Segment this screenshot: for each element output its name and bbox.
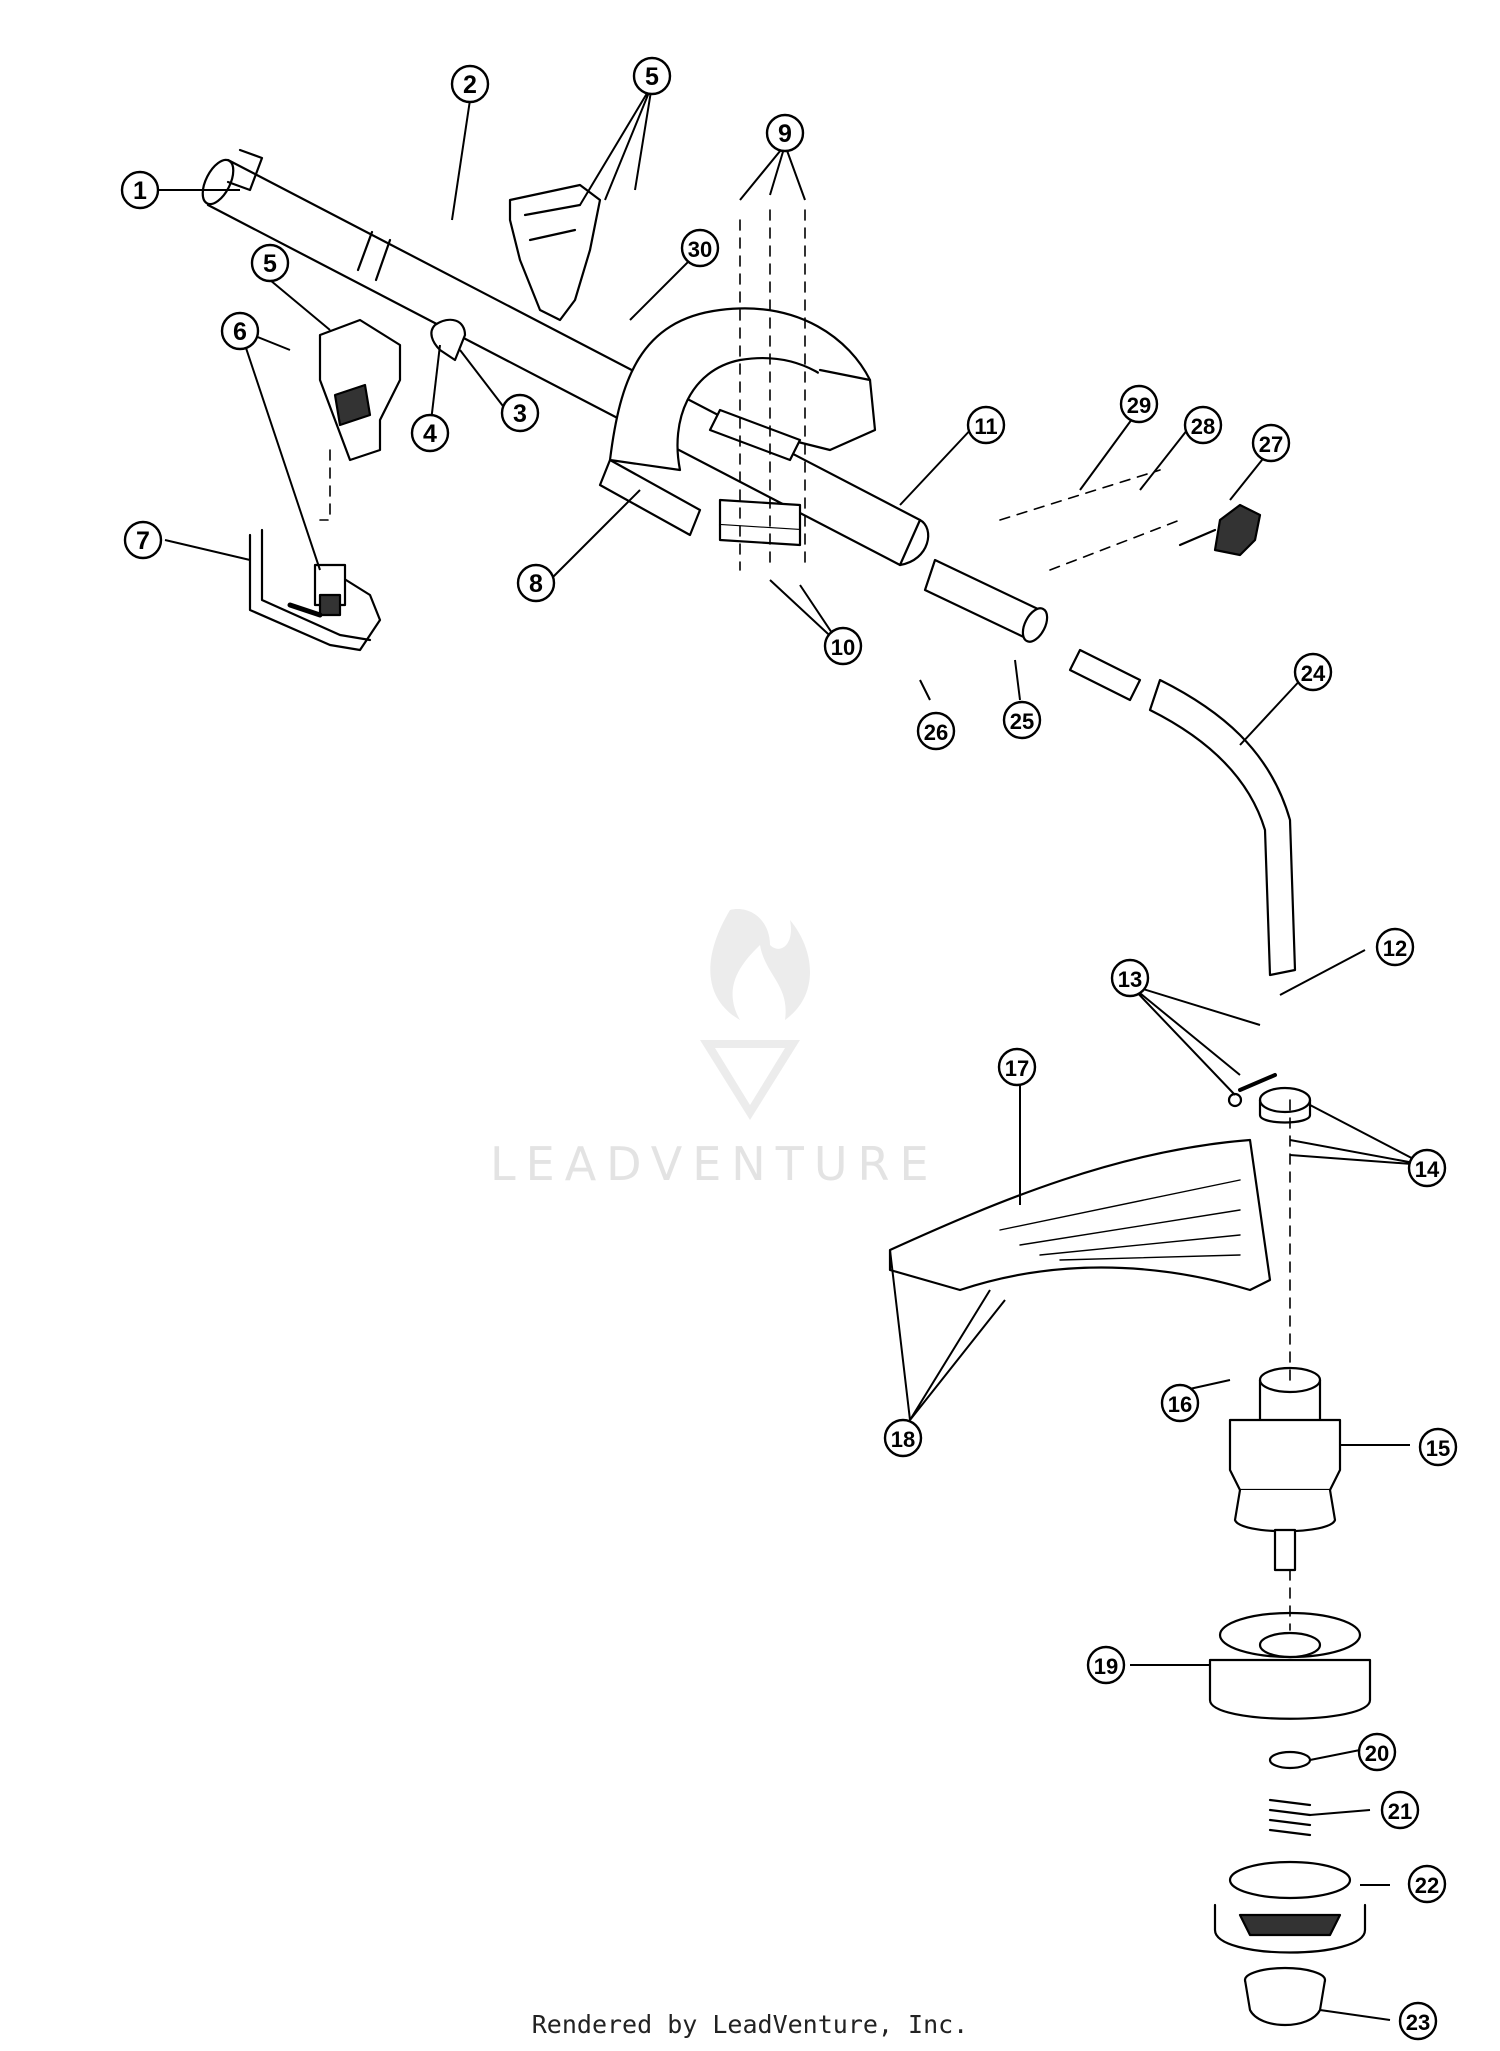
callout-27: 27 [1251,423,1291,463]
svg-text:29: 29 [1127,393,1151,418]
svg-text:19: 19 [1094,1654,1118,1679]
shaft-clamp [1227,1073,1312,1124]
svg-text:3: 3 [513,400,527,428]
svg-text:10: 10 [831,635,855,660]
svg-text:22: 22 [1415,1873,1439,1898]
line-spool [1213,1860,1367,1954]
callout-9: 9 [765,113,805,153]
svg-text:24: 24 [1301,661,1326,686]
svg-text:25: 25 [1010,709,1034,734]
callout-2: 2 [450,64,490,104]
callout-24: 24 [1293,652,1333,692]
callout-8: 8 [516,563,556,603]
svg-text:14: 14 [1415,1157,1440,1182]
spool-spring [1268,1798,1312,1837]
shaft-coupler [923,558,1142,702]
leader-lines [156,84,1426,2021]
render-credit-footer: Rendered by LeadVenture, Inc. [531,2010,969,2039]
rear-handle [598,307,877,537]
callout-5-lower: 5 [250,243,290,283]
bump-knob [1243,1966,1327,2027]
assembly-guide-lines [319,209,1291,1631]
callout-23: 23 [1398,2001,1438,2041]
callout-4: 4 [410,413,450,453]
svg-text:30: 30 [688,237,712,262]
callout-13: 13 [1110,958,1150,998]
callout-25: 25 [1002,700,1042,740]
part-callouts: 1 2 3 4 5 5 6 7 8 9 10 11 12 13 14 15 16… [120,56,1458,2041]
callout-10: 10 [823,626,863,666]
throttle-trigger [430,318,467,362]
svg-text:4: 4 [423,420,437,448]
svg-text:13: 13 [1118,967,1142,992]
callout-26: 26 [916,711,956,751]
svg-text:12: 12 [1383,936,1407,961]
callout-7: 7 [123,520,163,560]
callout-20: 20 [1357,1732,1397,1772]
callout-17: 17 [997,1047,1037,1087]
svg-text:2: 2 [463,71,477,99]
leadventure-watermark: LEADVENTURE [490,909,939,1191]
callout-18: 18 [883,1418,923,1458]
coupler-knob [1178,503,1262,557]
callout-12: 12 [1375,927,1415,967]
svg-text:5: 5 [645,63,659,91]
svg-text:7: 7 [136,527,150,555]
callout-3: 3 [500,393,540,433]
svg-text:8: 8 [529,570,543,598]
callout-1: 1 [120,170,160,210]
callout-11: 11 [966,405,1006,445]
callout-19: 19 [1086,1645,1126,1685]
svg-text:5: 5 [263,250,277,278]
svg-text:20: 20 [1365,1741,1389,1766]
svg-text:27: 27 [1259,432,1283,457]
throttle-housing-lower [318,318,402,462]
svg-text:11: 11 [974,414,997,439]
callout-21: 21 [1380,1790,1420,1830]
grass-deflector-guard [888,1138,1272,1292]
callout-30: 30 [680,228,720,268]
gear-head [1228,1366,1342,1572]
handle-clamp [718,498,802,547]
trimmer-head-housing [1208,1611,1372,1720]
svg-text:1: 1 [133,177,147,205]
svg-text:15: 15 [1426,1436,1450,1461]
svg-text:28: 28 [1191,414,1215,439]
callout-15: 15 [1418,1427,1458,1467]
svg-text:16: 16 [1168,1392,1192,1417]
svg-text:26: 26 [924,720,948,745]
callout-29: 29 [1119,384,1159,424]
callout-22: 22 [1407,1864,1447,1904]
watermark-flame-icon [710,909,810,1020]
spool-washer [1268,1750,1312,1770]
ignition-switch-wire [248,528,382,652]
callout-16: 16 [1160,1383,1200,1423]
throttle-housing-upper [508,183,602,322]
lower-bent-shaft [1148,678,1297,977]
svg-text:18: 18 [891,1427,915,1452]
callout-5-upper: 5 [632,56,672,96]
svg-text:9: 9 [778,120,792,148]
watermark-text: LEADVENTURE [490,1137,939,1191]
callout-6: 6 [220,311,260,351]
svg-text:23: 23 [1406,2010,1430,2035]
svg-text:17: 17 [1005,1056,1029,1081]
callout-14: 14 [1407,1148,1447,1188]
watermark-v-logo-icon [700,1040,800,1120]
svg-text:21: 21 [1388,1799,1412,1824]
svg-text:6: 6 [233,318,247,346]
callout-28: 28 [1183,405,1223,445]
